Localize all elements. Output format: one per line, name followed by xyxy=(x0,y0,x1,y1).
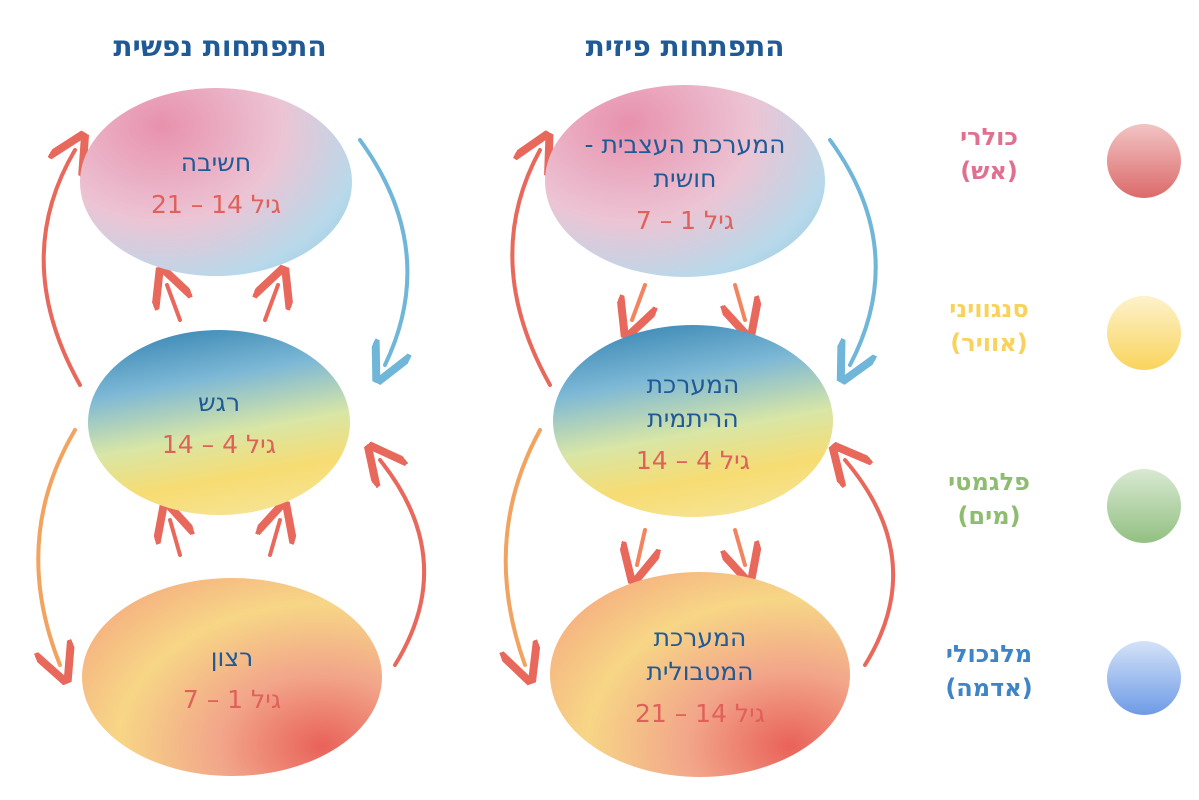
arrow-hashiva-to-rgesh xyxy=(358,138,407,365)
node-age: גיל 14 – 21 xyxy=(634,699,766,728)
legend-melancholic: מלנכולי(אדמה) xyxy=(945,640,1033,702)
arrow-up-3 xyxy=(170,520,180,557)
phlegmatic-dot xyxy=(1107,469,1181,543)
node-metabolic-system: המערכת המטבולית גיל 14 – 21 xyxy=(550,572,850,777)
arrow-up-4 xyxy=(270,520,280,557)
arrow-up-1 xyxy=(167,285,180,322)
node-name: רצון xyxy=(210,642,254,672)
arrow-metabolic-to-rhythmic xyxy=(845,460,896,667)
node-age: גיל 4 – 14 xyxy=(161,430,277,459)
sanguine-dot xyxy=(1107,296,1181,370)
node-name: המערכת המטבולית xyxy=(646,623,754,686)
arrow-up-2 xyxy=(265,285,278,322)
psychological-title: התפתחות נפשית xyxy=(113,30,327,63)
arrow-down-3 xyxy=(637,528,645,565)
node-name: רגש xyxy=(197,388,241,417)
arrow-rhythmic-to-metabolic xyxy=(506,428,542,665)
arrow-ratzon-to-rgesh xyxy=(380,460,427,667)
node-name: המערכת העצבית - חושית xyxy=(584,129,786,193)
arrow-rhythmic-to-nerve xyxy=(510,150,550,387)
node-name: חשיבה xyxy=(180,147,252,177)
node-age: גיל 1 – 7 xyxy=(182,684,282,714)
node-will: רצון גיל 1 – 7 xyxy=(82,578,382,776)
node-nerve-sense-system: המערכת העצבית - חושית גיל 1 – 7 xyxy=(545,85,825,277)
legend-phlegmatic: פלגמטי(מים) xyxy=(948,468,1030,530)
node-age: גיל 14 – 21 xyxy=(150,189,282,219)
node-rhythmic-system: המערכת הריתמית גיל 4 – 14 xyxy=(553,325,833,517)
legend-choleric: כולרי(אש) xyxy=(960,123,1018,185)
melancholic-dot xyxy=(1107,641,1181,715)
node-thinking: חשיבה גיל 14 – 21 xyxy=(80,88,352,276)
node-emotion: רגש גיל 4 – 14 xyxy=(88,330,350,515)
node-age: גיל 1 – 7 xyxy=(635,205,735,235)
node-age: גיל 4 – 14 xyxy=(635,445,751,475)
choleric-dot xyxy=(1107,124,1181,198)
arrow-down-4 xyxy=(735,528,745,565)
legend-sanguine: סנגוויני(אוויר) xyxy=(949,295,1029,357)
arrow-rgesh-to-hashiva xyxy=(41,150,80,387)
node-name: המערכת הריתמית xyxy=(646,369,740,433)
arrow-down-1 xyxy=(632,283,645,320)
physical-title: התפתחות פיזית xyxy=(585,30,785,63)
arrow-down-2 xyxy=(735,283,745,320)
arrow-nerve-to-rhythmic xyxy=(828,138,878,365)
arrow-rgesh-to-ratzon xyxy=(38,428,77,665)
